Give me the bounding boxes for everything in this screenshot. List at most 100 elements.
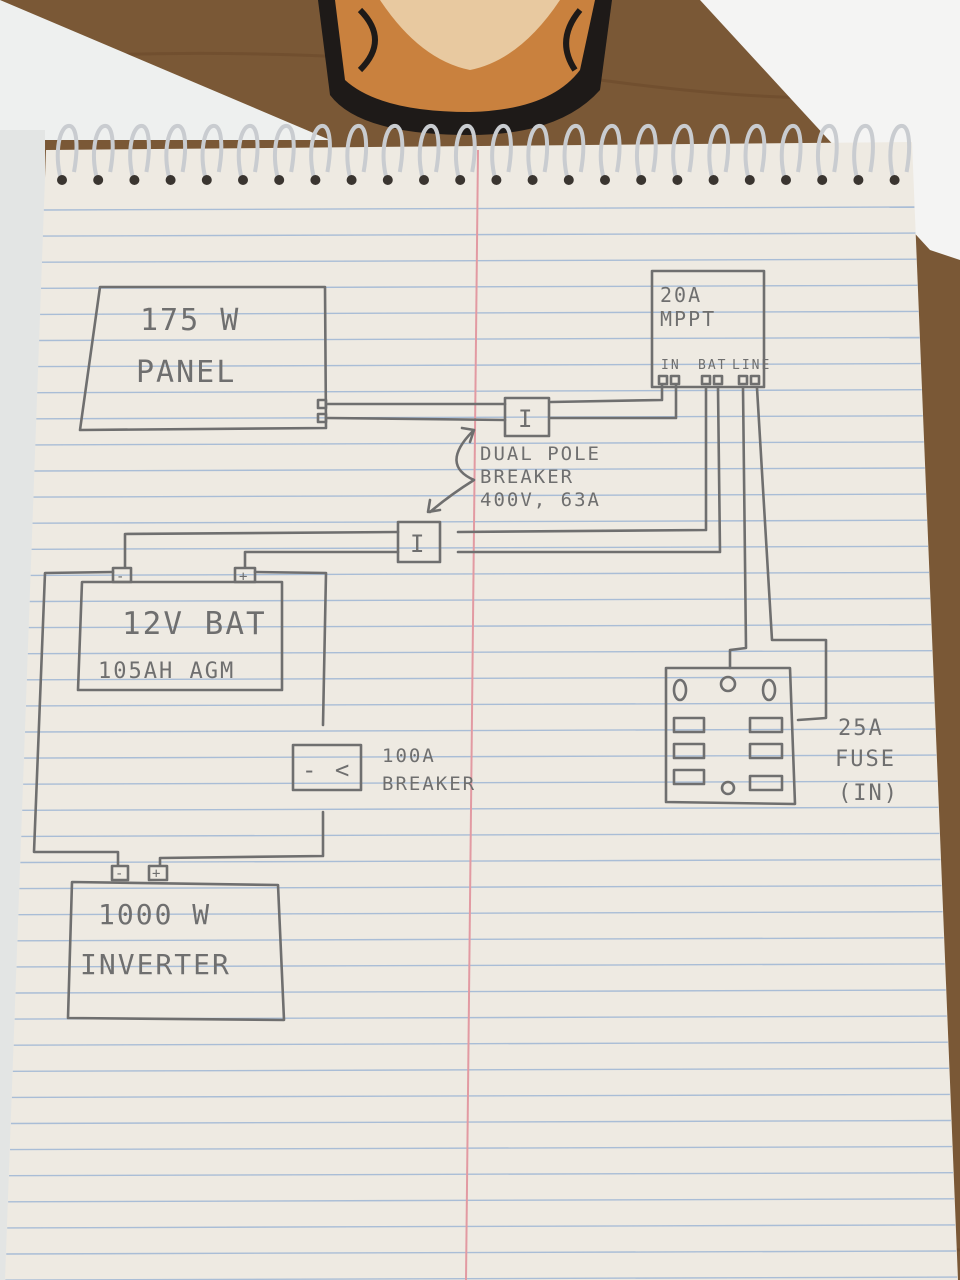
ruled-line [38, 362, 921, 368]
ruled-line [32, 519, 927, 524]
ruled-line [8, 1198, 955, 1203]
ruled-line [15, 989, 946, 994]
inverter-terminal-pos [147, 864, 169, 882]
fuse-label-rating: 25A [838, 716, 884, 741]
spiral-ring [707, 124, 731, 183]
spiral-hole [491, 175, 502, 185]
main-breaker-label-rating: 100A [382, 745, 436, 767]
spiral-ring [562, 124, 586, 183]
mppt-line-wire [755, 386, 828, 722]
tiger-patch-image [318, 0, 612, 135]
dual-breaker-label-line2: BREAKER [480, 466, 574, 488]
mppt-in-wire [549, 383, 664, 404]
ruled-line [17, 937, 944, 942]
mppt-in-wire [549, 383, 678, 420]
ruled-line [43, 206, 915, 211]
ruled-line [33, 493, 926, 498]
ruled-lines [5, 206, 958, 1280]
mppt-port-line-label: LINE [732, 358, 771, 373]
spiral-ring [236, 124, 260, 183]
ruled-line [30, 571, 930, 577]
spiral-hole [817, 175, 828, 185]
panel-terminal [316, 398, 328, 410]
battery-neg-wire [123, 530, 400, 569]
spiral-hole [238, 175, 248, 185]
diagram-labels: 175 W PANEL 20A MPPT IN BAT LINE I I DUA… [80, 283, 897, 981]
spiral-hole [129, 175, 140, 185]
spiral-ring [417, 124, 441, 183]
battery-terminal-neg-label: - [116, 569, 126, 585]
fuse-block-screw [761, 678, 777, 702]
fuse-block-screw [719, 675, 737, 693]
battery-label-voltage: 12V BAT [122, 606, 267, 642]
ruled-line [28, 623, 932, 629]
ruled-line [11, 1093, 950, 1099]
spiral-ring [815, 124, 839, 183]
fuse-block-screw [720, 780, 736, 796]
fuse-slot [672, 768, 706, 786]
breaker-2-symbol: I [410, 530, 426, 558]
mppt-port [749, 374, 761, 386]
spiral-hole [708, 175, 719, 185]
inverter-label-wattage: 1000 W [98, 898, 211, 931]
inverter-terminal-neg-label: - [115, 866, 125, 882]
spiral-hole [346, 175, 357, 185]
spiral-ring [272, 124, 296, 183]
spiral-ring [526, 124, 550, 183]
spiral-hole [455, 175, 466, 185]
ruled-line [31, 545, 928, 550]
battery-pos-wire [243, 550, 400, 569]
inverter-terminal-pos-label: + [152, 866, 162, 882]
spiral-ring [381, 124, 405, 183]
battery-inverter-pos-wire [158, 810, 325, 867]
ruled-line [34, 467, 925, 472]
spiral-ring [164, 124, 188, 183]
ruled-line [10, 1119, 951, 1125]
spiral-hole [563, 175, 574, 185]
mppt-controller-box [650, 269, 766, 389]
ruled-line [36, 415, 923, 420]
spiral-hole [781, 175, 791, 185]
spiral-hole [165, 175, 176, 185]
label-arrow [428, 430, 476, 514]
panel-terminal [316, 412, 328, 424]
spiral-ring [888, 124, 912, 183]
dual-pole-breaker-1 [503, 396, 551, 438]
panel-label-wattage: 175 W [140, 303, 240, 338]
spiral-hole [600, 175, 610, 185]
mppt-port [700, 374, 712, 386]
mppt-label-rating: 20A [660, 283, 702, 307]
fuse-block-box [664, 666, 797, 806]
mppt-port [712, 374, 724, 386]
ruled-line [13, 1041, 948, 1046]
spiral-ring [598, 124, 622, 183]
mppt-port [669, 374, 681, 386]
spiral-ring [852, 124, 875, 183]
spiral-ring [200, 124, 224, 183]
fuse-slot [672, 716, 706, 734]
dual-pole-breaker-2 [396, 520, 442, 564]
spiral-hole [93, 175, 104, 185]
spiral-ring [671, 124, 694, 183]
panel-label-name: PANEL [136, 355, 236, 390]
spiral-ring [345, 124, 369, 183]
inverter-terminal-neg [110, 864, 130, 882]
fuse-slot [672, 742, 706, 760]
spiral-binding [55, 124, 912, 185]
ruled-line [21, 832, 940, 838]
main-breaker-box [291, 743, 363, 792]
spiral-hole [889, 175, 900, 185]
main-breaker-label-name: BREAKER [382, 773, 476, 795]
background-paper-left [0, 0, 330, 140]
spiral-ring [453, 124, 477, 183]
spiral-ring [779, 124, 803, 183]
battery-label-capacity: 105AH AGM [98, 659, 235, 684]
spiral-hole [672, 175, 683, 185]
ruled-line [22, 806, 939, 811]
ruled-line [25, 728, 936, 733]
mppt-port-in-label: IN [661, 358, 681, 373]
ruled-line [18, 911, 943, 916]
ruled-line [25, 702, 935, 707]
wiring-diagram [32, 269, 828, 1022]
